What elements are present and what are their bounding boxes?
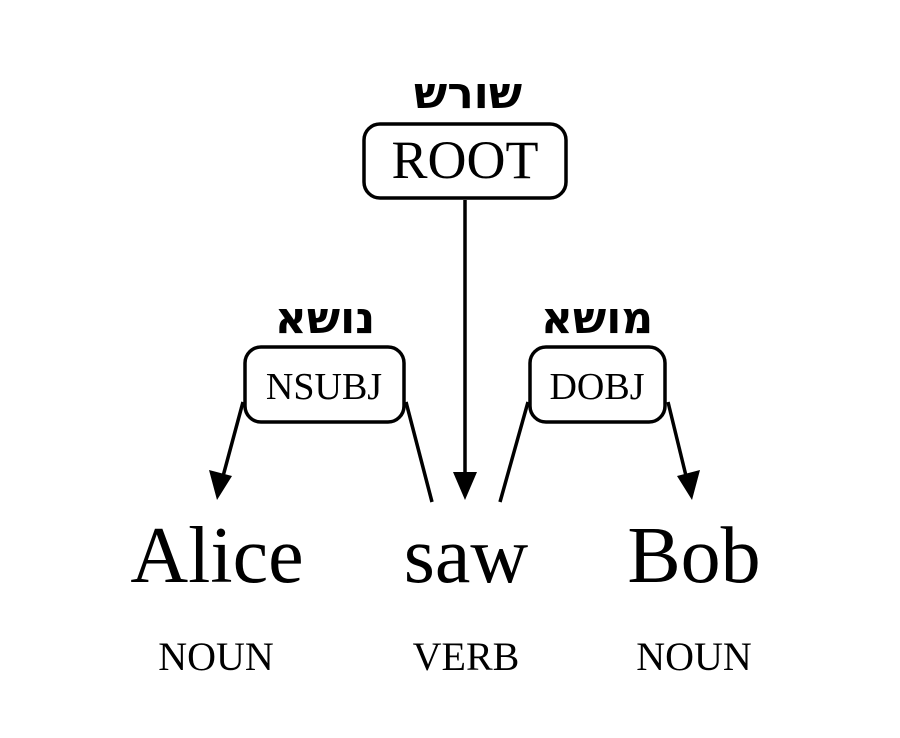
nsubj-box <box>243 345 406 424</box>
root-label: ROOT <box>392 130 539 190</box>
root-box <box>362 122 568 200</box>
nsubj-label: NSUBJ <box>266 366 382 408</box>
token-word-alice: Alice <box>130 512 303 600</box>
dobj-edge-from-head <box>498 401 530 503</box>
dobj-box <box>528 345 667 424</box>
root-arrowhead <box>453 472 477 500</box>
token-pos-alice: NOUN <box>158 634 274 679</box>
token-pos-saw: VERB <box>413 634 520 679</box>
nsubj-translation: נושא <box>275 293 375 344</box>
dobj-label: DOBJ <box>549 366 644 408</box>
token-word-bob: Bob <box>627 512 760 600</box>
root-translation: שורש <box>414 68 522 119</box>
nsubj-edge-from-head <box>404 401 434 503</box>
token-word-saw: saw <box>404 512 529 600</box>
nsubj-edge-to-dependent <box>220 401 245 481</box>
dobj-translation: מושא <box>541 293 653 344</box>
dobj-edge-to-dependent <box>666 401 689 481</box>
dobj-arrowhead <box>677 470 700 500</box>
token-pos-bob: NOUN <box>636 634 752 679</box>
nsubj-arrowhead <box>209 470 232 500</box>
